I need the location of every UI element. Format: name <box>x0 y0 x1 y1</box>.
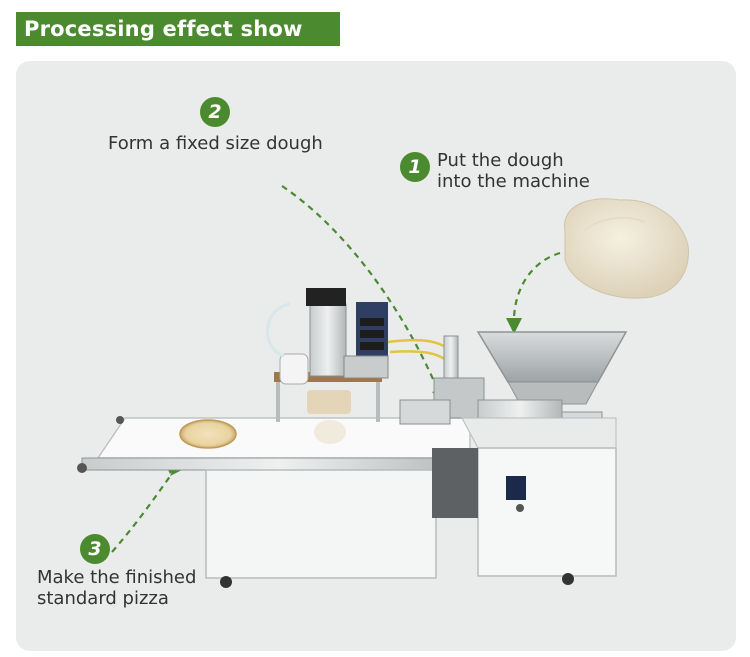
step-3-badge: 3 <box>80 534 110 564</box>
step-2-line-1: Form a fixed size dough <box>108 133 323 154</box>
step-3-line-2: standard pizza <box>37 588 169 609</box>
dashed-arrow-icon <box>111 185 561 553</box>
step-1-badge: 1 <box>400 152 430 182</box>
step-3-line-1: Make the finished <box>37 567 197 588</box>
step-1-line-1: Put the dough <box>437 150 564 171</box>
step-2-badge: 2 <box>200 97 230 127</box>
section-title: Processing effect show <box>16 12 340 46</box>
dough-ball-icon <box>564 198 689 299</box>
step-1-line-2: into the machine <box>437 171 590 192</box>
